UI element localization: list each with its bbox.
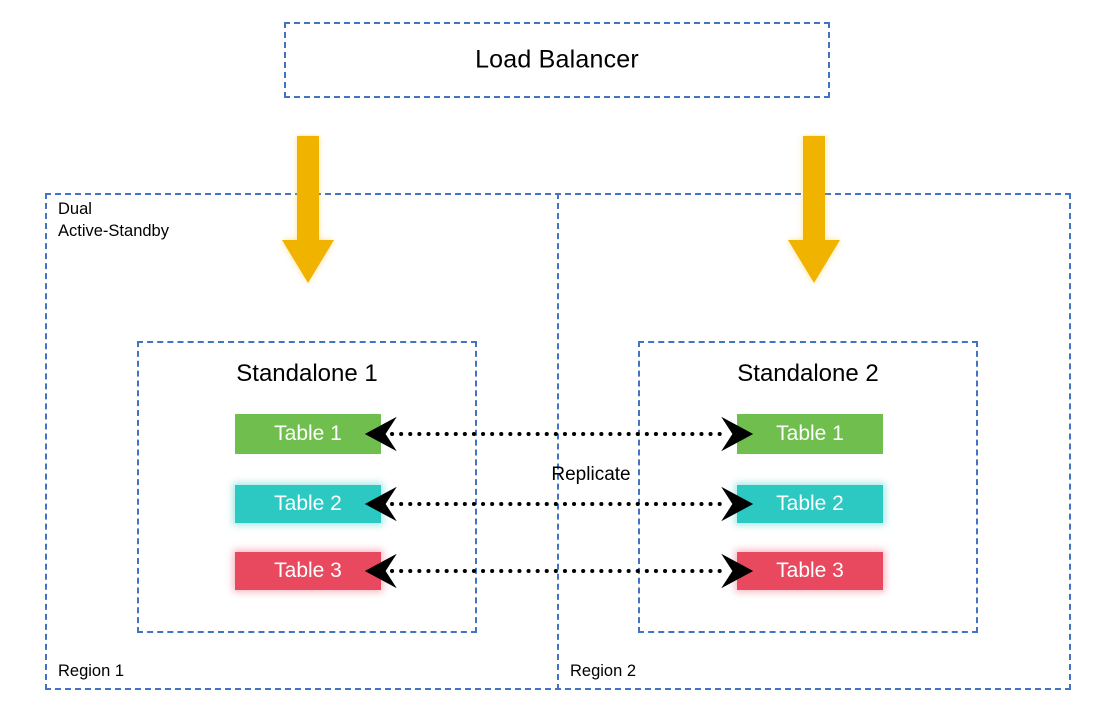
standalone-2-title: Standalone 2 — [737, 360, 879, 387]
load-balancer-box: Load Balancer — [284, 22, 830, 98]
table-chip-label: Table 1 — [274, 422, 342, 445]
traffic-arrow-down-icon-1 — [282, 136, 334, 283]
region-divider — [557, 193, 559, 690]
traffic-arrow-down-icon-2 — [788, 136, 840, 283]
replicate-label: Replicate — [0, 464, 1094, 486]
standalone-1-table-3[interactable]: Table 3 — [235, 552, 381, 590]
replicate-label-text: Replicate — [551, 464, 631, 485]
table-chip-label: Table 2 — [274, 492, 342, 515]
table-chip-label: Table 2 — [776, 492, 844, 515]
standalone-1-table-1[interactable]: Table 1 — [235, 414, 381, 454]
standalone-2-table-3[interactable]: Table 3 — [737, 552, 883, 590]
dual-active-standby-label: Dual Active-Standby — [58, 200, 169, 240]
standalone-1-table-2[interactable]: Table 2 — [235, 485, 381, 523]
standalone-1-title: Standalone 1 — [236, 360, 378, 387]
region-2-label: Region 2 — [570, 662, 637, 680]
standalone-2-table-1[interactable]: Table 1 — [737, 414, 883, 454]
table-chip-label: Table 3 — [776, 559, 844, 582]
standalone-2-table-2[interactable]: Table 2 — [737, 485, 883, 523]
region-1-label: Region 1 — [58, 662, 125, 680]
load-balancer-label: Load Balancer — [475, 45, 639, 74]
table-chip-label: Table 3 — [274, 559, 342, 582]
table-chip-label: Table 1 — [776, 422, 844, 445]
